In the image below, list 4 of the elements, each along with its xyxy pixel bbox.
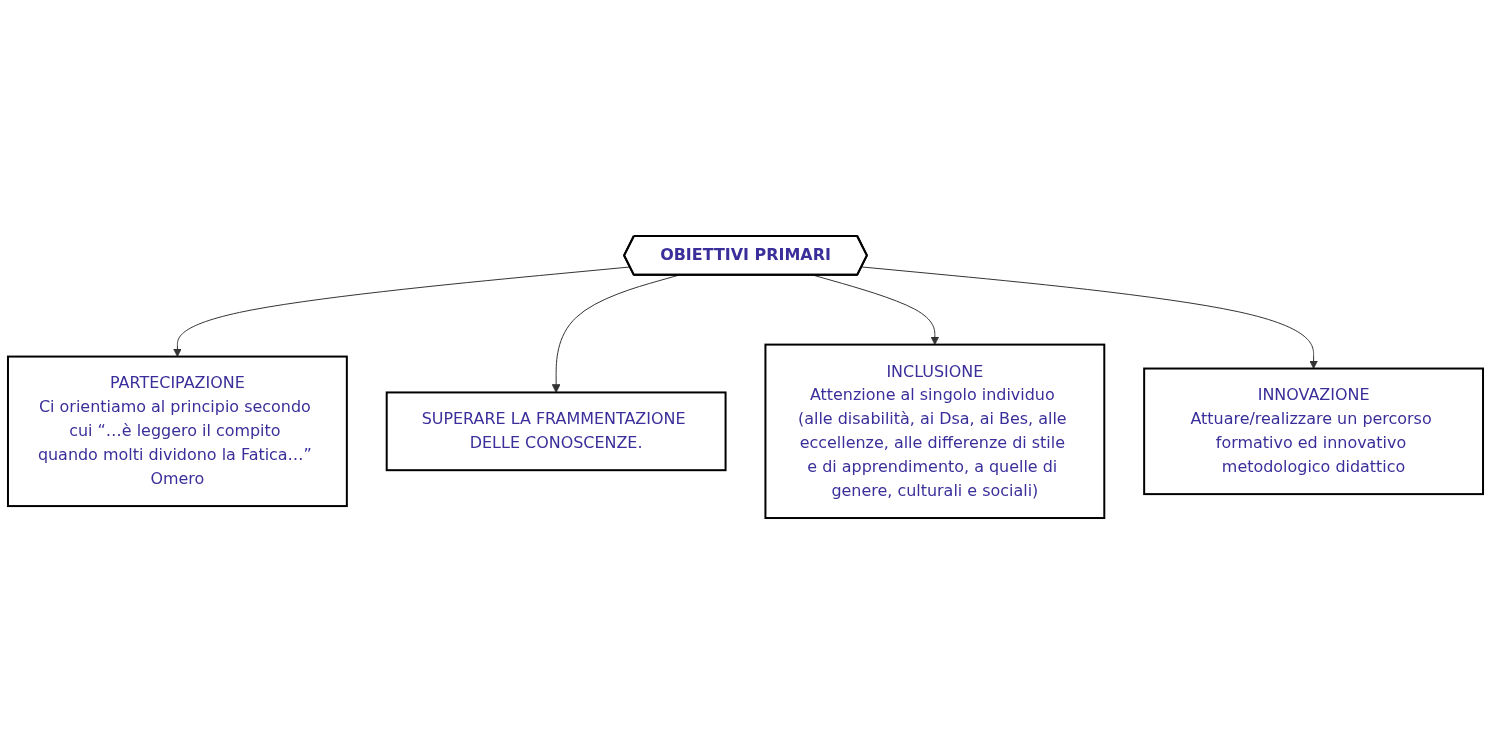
node-box: SUPERARE LA FRAMMENTAZIONE DELLE CONOSCENZE. [385, 390, 727, 471]
node-box: INCLUSIONE Attenzione al singolo individuo (alle disabilità, ai Dsa, ai Bes, alle eccellenze, alle differenze di stile e di apprendimento, a quelle di genere, culturali e sociali) [764, 343, 1106, 519]
node-box: INNOVAZIONE Attuare/realizzare un percorso formativo ed innovativo metodologico didattico [1143, 367, 1485, 495]
node-box: PARTECIPAZIONE Ci orientiamo al principio secondo cui “…è leggero il compito quando molti dividono la Fatica…” Omero [6, 355, 348, 507]
